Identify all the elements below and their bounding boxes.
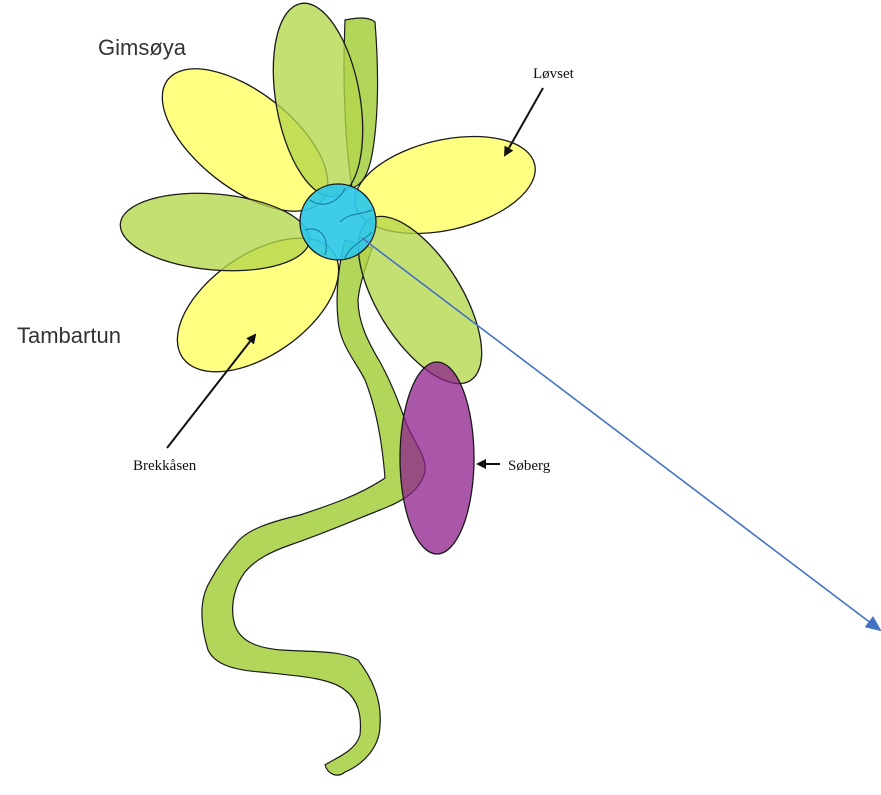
- flower-center: [300, 184, 376, 260]
- arrow-lovset: [505, 88, 543, 155]
- label-soberg: Søberg: [508, 458, 551, 474]
- label-gimsoya: Gimsøya: [98, 35, 187, 60]
- label-tambartun: Tambartun: [17, 323, 121, 348]
- soberg-area: [400, 362, 474, 554]
- label-brekkasen: Brekkåsen: [133, 458, 197, 474]
- label-lovset: Løvset: [533, 66, 575, 82]
